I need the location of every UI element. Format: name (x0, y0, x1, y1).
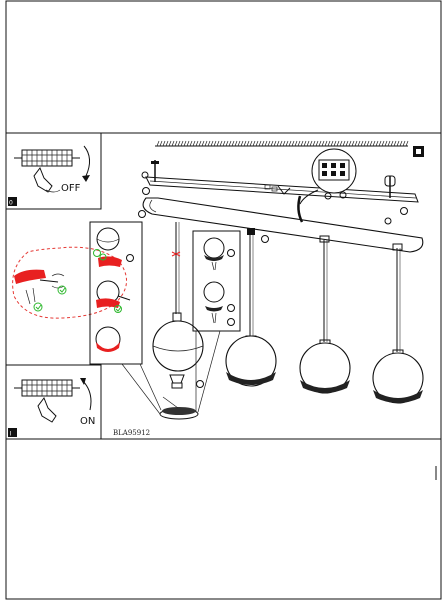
ceiling-hatch (155, 140, 409, 147)
canopy-bar (142, 197, 424, 253)
fuse-box-icon (14, 379, 80, 397)
svg-text:I: I (10, 431, 12, 438)
lamp-holder-icon (169, 374, 185, 389)
callout-icon (227, 249, 235, 257)
supply-cable (297, 195, 304, 223)
pendant-4 (372, 243, 424, 404)
mounting-bracket (145, 176, 419, 203)
terminal-block-zoom (299, 148, 357, 205)
hand-switch-icon (33, 166, 61, 193)
arrow-head-icon (80, 378, 86, 385)
callout-icon (227, 304, 235, 312)
bulb-steps-strip (192, 230, 241, 332)
step-shade-a (93, 227, 134, 267)
screw-icon (384, 175, 396, 198)
power-off-panel: OFF 0 (5, 132, 102, 210)
guide-lines (121, 330, 221, 415)
step-frame (5, 132, 442, 440)
step-bulb-a (203, 237, 235, 271)
cable-detail-zoom (12, 246, 127, 319)
hand-switch-icon (37, 396, 57, 423)
callout-icon (227, 318, 235, 326)
callout-icon (384, 217, 392, 225)
assembly-steps-strip (89, 221, 143, 365)
step-shade-c (95, 326, 121, 352)
callout-icon (126, 254, 134, 262)
callout-icon (141, 171, 149, 179)
pendant-2 (225, 228, 277, 387)
power-off-icon (8, 197, 17, 206)
callout-icon (261, 235, 269, 243)
step-shade-b (96, 280, 131, 313)
svg-text:0: 0 (9, 200, 13, 207)
callout-icon (400, 207, 408, 215)
cable-clip-icon (277, 185, 291, 195)
on-label: ON (80, 416, 95, 427)
turn-arrow-icon (83, 145, 90, 177)
pendant-3 (299, 235, 351, 394)
model-code: BLA95912 (113, 429, 150, 437)
power-on-icon (8, 428, 17, 437)
screw-icon (151, 160, 159, 182)
off-label: OFF (61, 183, 81, 194)
callout-icon (196, 380, 204, 388)
page-border (5, 0, 442, 600)
arrow-head-icon (82, 175, 90, 182)
callout-icon (138, 210, 146, 218)
pendant-1 (152, 222, 204, 420)
fuse-box-icon (14, 149, 80, 167)
step-bulb-b (203, 281, 235, 326)
callout-icon (142, 187, 150, 195)
power-on-panel: ON I (5, 364, 102, 440)
